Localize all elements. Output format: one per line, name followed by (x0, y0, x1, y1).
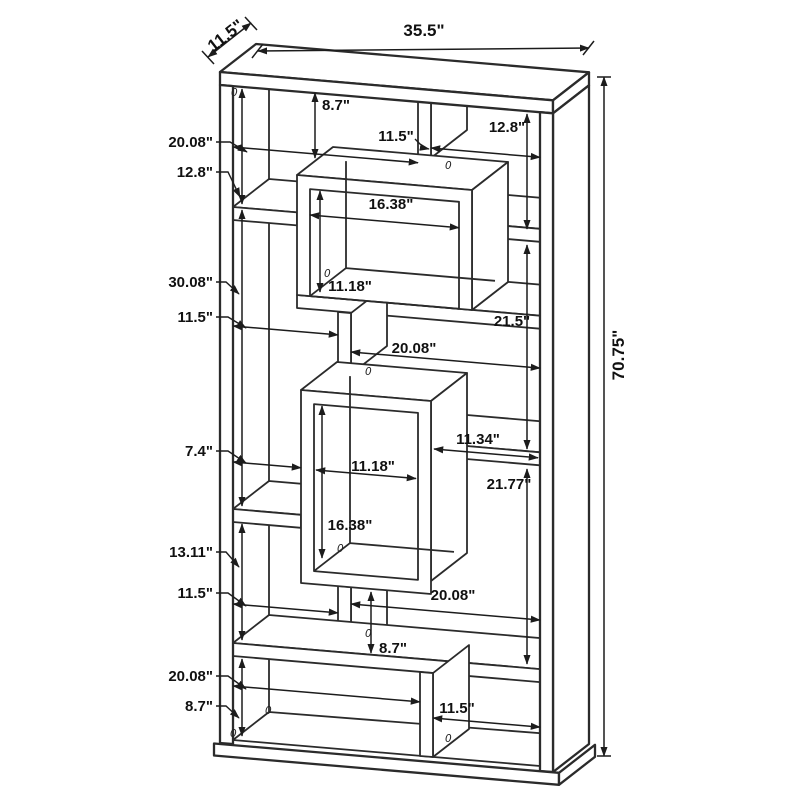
zero-marker: 0 (231, 87, 238, 99)
label-bottom-left-width: 20.08" (168, 668, 213, 685)
leader-left-30-08 (216, 281, 240, 295)
label-mid-width: 20.08" (392, 340, 437, 357)
leader-left-11-5-low (216, 592, 247, 607)
dim-left-11-5-mid (232, 323, 339, 338)
dim-left-11-5-low (232, 601, 339, 616)
bottom-divider-front (419, 671, 434, 758)
dim-top-right-width (430, 145, 541, 161)
dim-upper-box-width (309, 212, 460, 231)
label-bottom-mid-width: 20.08" (431, 587, 476, 604)
label-upper-box-height: 11.18" (328, 278, 372, 295)
leader-top-right-width (414, 138, 430, 151)
label-upper-box-width: 16.38" (369, 196, 414, 213)
lower-box-interior-edges (313, 376, 455, 572)
label-bottom-right-width: 11.5" (439, 700, 474, 717)
label-lower-right-width: 11.34" (456, 431, 500, 448)
right-panel-front (538, 111, 555, 774)
dim-bottom-mid-width (350, 601, 541, 623)
label-lower-box-width: 11.18" (351, 458, 395, 475)
dim-bottom-left-width (232, 683, 421, 705)
label-bottom-left-height: 8.7" (185, 698, 213, 715)
dim-ticks (201, 16, 611, 757)
zero-marker: 0 (445, 160, 452, 172)
zero-marker: 0 (265, 705, 272, 717)
label-left-11-5-mid: 11.5" (178, 309, 213, 326)
label-top-right-width: 11.5" (378, 128, 413, 145)
label-left-7-4: 7.4" (185, 443, 213, 460)
label-left-12-8: 12.8" (177, 164, 213, 181)
leader-left-12-8 (216, 171, 241, 198)
upper-box-opening (309, 188, 460, 310)
dim-overall-width (257, 44, 590, 55)
dim-top-compartment-width (232, 144, 419, 166)
label-lower-box-height: 16.38" (328, 517, 373, 534)
base-side (557, 743, 597, 786)
dim-mid-width (350, 349, 541, 371)
dim-left-7-4 (232, 459, 302, 471)
top-divider-front (417, 100, 432, 159)
leader-left-11-5-mid (216, 316, 247, 329)
leader-left-20-08 (216, 141, 248, 153)
lower-box-front (300, 389, 432, 595)
label-top-shelf-height: 8.7" (322, 97, 350, 114)
label-right-mid-height: 21.5" (494, 313, 530, 330)
zero-marker: 0 (337, 543, 344, 555)
upper-box-front (296, 174, 473, 311)
label-left-13-11: 13.11" (169, 544, 213, 561)
left-panel-front (218, 83, 235, 746)
bookcase-structure (212, 42, 597, 786)
label-overall-depth: 11.5" (204, 16, 247, 56)
label-top-right-height: 12.8" (489, 119, 525, 136)
zero-marker: 0 (445, 733, 452, 745)
label-bottom-mid-height: 8.7" (379, 640, 407, 657)
label-overall-width: 35.5" (403, 21, 444, 40)
label-left-20-08: 20.08" (168, 134, 213, 151)
zero-marker: 0 (324, 268, 331, 280)
zero-marker: 0 (365, 366, 372, 378)
zero-marker: 0 (230, 728, 237, 740)
base-front (212, 742, 561, 786)
zero-marker: 0 (365, 628, 372, 640)
label-left-30-08: 30.08" (168, 274, 213, 291)
leader-left-13-11 (216, 551, 240, 568)
dim-lower-box-width (315, 467, 417, 482)
dim-bottom-right-width (432, 715, 541, 730)
carcass (212, 42, 597, 786)
label-left-11-5-low: 11.5" (178, 585, 213, 602)
dim-overall-depth (207, 22, 252, 58)
dim-lower-right-width (433, 446, 539, 461)
lower-box-opening (313, 403, 419, 581)
dimension-labels: 35.5" 11.5" 70.75" 20.08" 12.8" 30.08" 1… (168, 16, 628, 745)
lower-box (300, 361, 468, 595)
dimension-lines (201, 16, 611, 757)
right-panel-side (551, 84, 591, 774)
label-overall-height: 70.75" (609, 330, 628, 381)
leader-left-7-4 (216, 450, 247, 464)
label-right-lower-height: 21.77" (487, 476, 532, 493)
leader-bottom-left-height (216, 705, 240, 719)
leader-bottom-left-width (216, 675, 247, 690)
